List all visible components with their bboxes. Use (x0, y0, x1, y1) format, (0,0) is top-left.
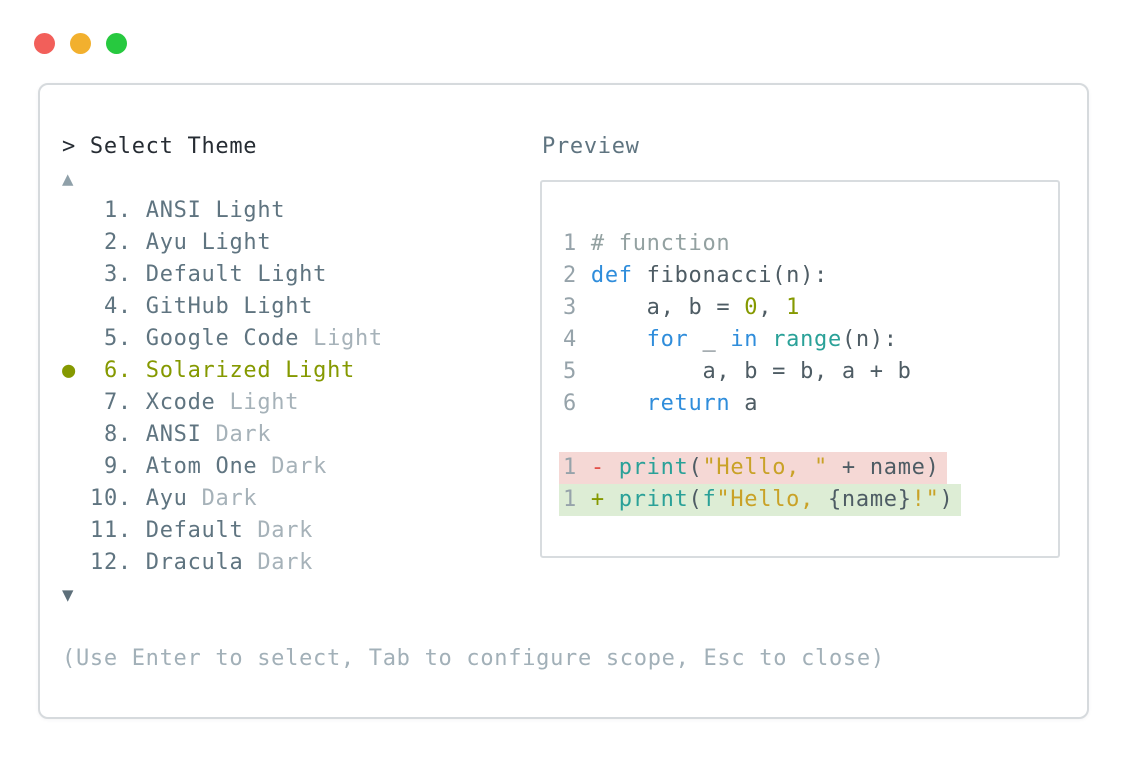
keyboard-hints: (Use Enter to select, Tab to configure s… (62, 646, 885, 671)
traffic-lights (34, 33, 127, 54)
close-button[interactable] (34, 33, 55, 54)
theme-list: 1. ANSI Light 2. Ayu Light 3. Default Li… (62, 195, 383, 579)
theme-item-variant: Dark (243, 518, 314, 543)
code-line: 3 a, b = 0, 1 (563, 295, 801, 320)
theme-item-name: Dracula (145, 550, 244, 575)
theme-item-variant: Light (299, 326, 383, 351)
theme-item-3[interactable]: 3. Default Light (62, 259, 383, 291)
selector-column: > Select Theme ▲ 1. ANSI Light 2. Ayu Li… (62, 131, 383, 611)
theme-item-1[interactable]: 1. ANSI Light (62, 195, 383, 227)
theme-item-5[interactable]: 5. Google Code Light (62, 323, 383, 355)
theme-item-number: 7. (90, 390, 146, 415)
theme-item-number: 2. (90, 230, 146, 255)
theme-item-variant: Light (201, 198, 286, 223)
code-line: 6 return a (563, 391, 759, 416)
theme-item-variant: Light (187, 230, 272, 255)
preview-pane: 1 # function 2 def fibonacci(n): 3 a, b = … (540, 180, 1060, 558)
code-line: 4 for _ in range(n): (563, 327, 898, 352)
theme-item-number: 4. (90, 294, 146, 319)
theme-item-variant: Light (229, 294, 314, 319)
theme-item-number: 6. (90, 358, 146, 383)
theme-item-name: Ayu (145, 230, 188, 255)
zoom-button[interactable] (106, 33, 127, 54)
theme-item-name: Default (145, 262, 244, 287)
theme-item-name: Atom One (145, 454, 258, 479)
theme-item-variant: Light (215, 390, 300, 415)
theme-item-11[interactable]: 11. Default Dark (62, 515, 383, 547)
theme-item-2[interactable]: 2. Ayu Light (62, 227, 383, 259)
theme-item-name: Solarized (145, 358, 272, 383)
theme-item-4[interactable]: 4. GitHub Light (62, 291, 383, 323)
theme-item-8[interactable]: 8. ANSI Dark (62, 419, 383, 451)
theme-item-6[interactable]: ● 6. Solarized Light (62, 355, 383, 387)
theme-item-name: ANSI (145, 198, 202, 223)
code-lines: 1 # function 2 def fibonacci(n): 3 a, b = … (563, 228, 912, 420)
theme-item-variant: Dark (187, 486, 258, 511)
theme-item-number: 12. (90, 550, 146, 575)
theme-item-name: Ayu (145, 486, 188, 511)
theme-item-9[interactable]: 9. Atom One Dark (62, 451, 383, 483)
scroll-up-icon[interactable]: ▲ (62, 168, 75, 190)
theme-item-name: GitHub (145, 294, 230, 319)
theme-selector-window: > Select Theme ▲ 1. ANSI Light 2. Ayu Li… (38, 83, 1089, 719)
diff-lines: 1 - print("Hello, " + name)1 + print(f"H… (559, 452, 961, 516)
theme-item-number: 9. (90, 454, 146, 479)
theme-item-10[interactable]: 10. Ayu Dark (62, 483, 383, 515)
theme-item-name: Google Code (145, 326, 300, 351)
theme-item-12[interactable]: 12. Dracula Dark (62, 547, 383, 579)
minimize-button[interactable] (70, 33, 91, 54)
scroll-down-icon[interactable]: ▼ (62, 584, 75, 606)
diff-line-added: 1 + print(f"Hello, {name}!") (559, 484, 961, 516)
theme-item-variant: Light (271, 358, 355, 383)
theme-item-7[interactable]: 7. Xcode Light (62, 387, 383, 419)
code-line: 1 # function (563, 231, 731, 256)
theme-item-number: 11. (90, 518, 146, 543)
theme-item-number: 3. (90, 262, 146, 287)
code-line: 2 def fibonacci(n): (563, 263, 828, 288)
theme-item-variant: Light (243, 262, 328, 287)
theme-item-variant: Dark (257, 454, 328, 479)
theme-item-number: 8. (90, 422, 146, 447)
code-line: 5 a, b = b, a + b (563, 359, 912, 384)
theme-item-number: 10. (90, 486, 146, 511)
theme-item-name: Default (145, 518, 244, 543)
theme-item-name: ANSI (145, 422, 202, 447)
selected-bullet-icon: ● (62, 358, 76, 383)
diff-line-removed: 1 - print("Hello, " + name) (559, 452, 961, 484)
theme-item-variant: Dark (243, 550, 314, 575)
preview-label: Preview (542, 134, 640, 159)
select-theme-prompt: > Select Theme (62, 134, 258, 159)
theme-item-name: Xcode (145, 390, 216, 415)
theme-item-number: 5. (90, 326, 146, 351)
theme-item-variant: Dark (201, 422, 272, 447)
theme-item-number: 1. (90, 198, 146, 223)
